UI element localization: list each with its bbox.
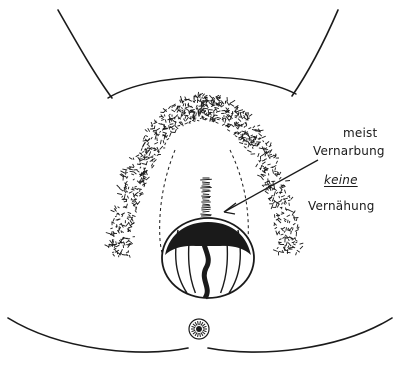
- annotation-line-1: meist: [343, 126, 377, 140]
- groin-arc: [108, 77, 296, 98]
- annotation-line-2: Vernarbung: [313, 144, 385, 158]
- left-buttock-curve: [8, 318, 188, 352]
- left-thigh-line: [58, 10, 112, 98]
- vaginal-opening: [162, 218, 254, 298]
- annotation-line-4: Vernähung: [308, 199, 375, 213]
- anus: [189, 319, 209, 339]
- right-buttock-curve: [208, 318, 392, 352]
- right-thigh-line: [292, 10, 338, 96]
- annotation-line-3: keine: [324, 173, 358, 187]
